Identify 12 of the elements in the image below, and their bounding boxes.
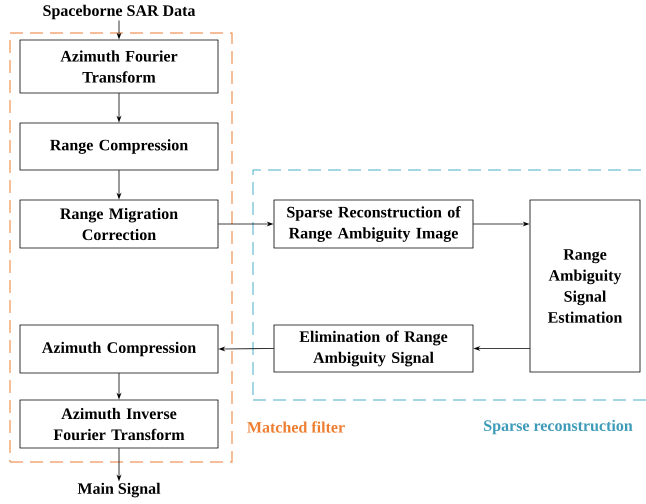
process-box: Range Compression [20, 122, 218, 170]
process-box: Azimuth Inverse Fourier Transform [20, 400, 218, 448]
group-label: Matched filter [247, 421, 345, 433]
process-box: Azimuth Fourier Transform [20, 40, 218, 94]
process-box: Elimination of Range Ambiguity Signal [274, 324, 474, 372]
process-box: Azimuth Compression [20, 324, 218, 374]
group-label: Sparse reconstruction [484, 420, 632, 434]
process-box: Range Migration Correction [20, 200, 218, 248]
data-label: Spaceborne SAR Data [43, 4, 196, 20]
process-box: Range Ambiguity Signal Estimation [530, 200, 640, 372]
data-label: Main Signal [78, 482, 160, 498]
process-box: Sparse Reconstruction of Range Ambiguity Image [274, 200, 474, 248]
